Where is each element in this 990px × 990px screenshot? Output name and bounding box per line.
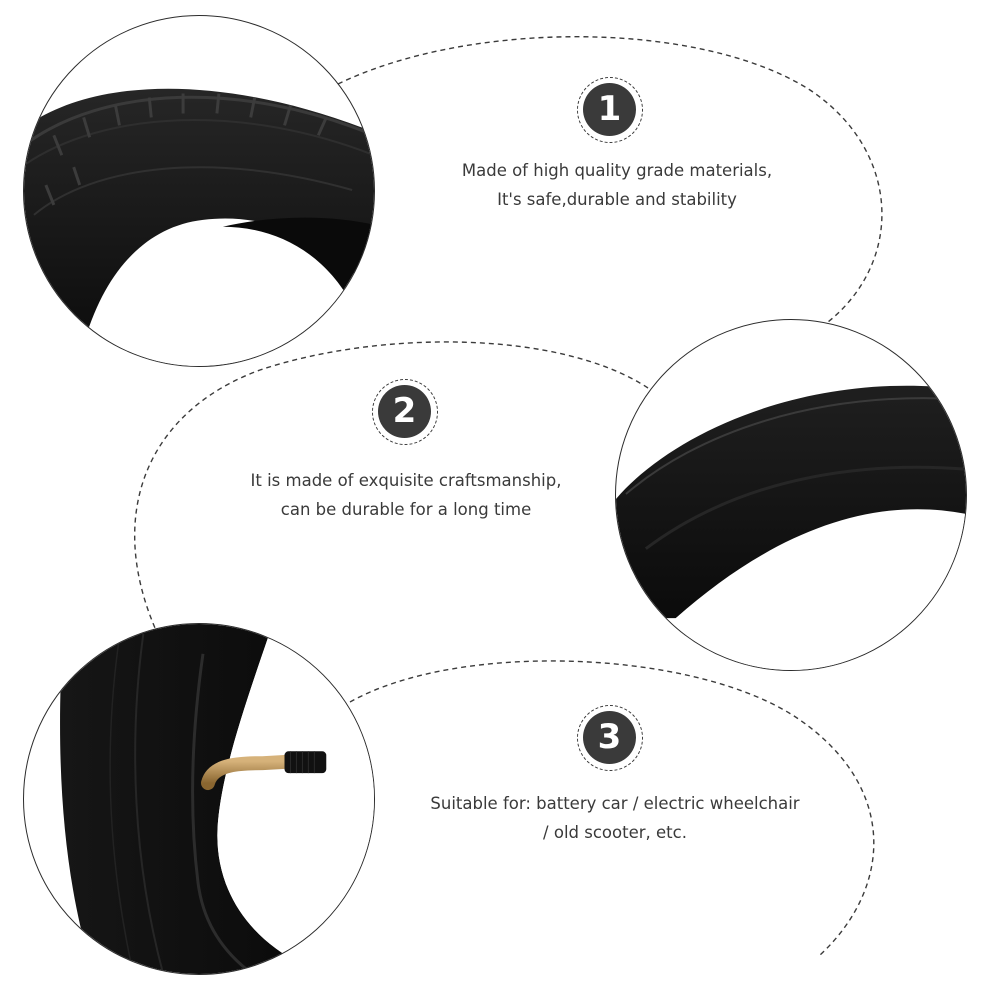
feature-3-line-2: / old scooter, etc. xyxy=(543,823,687,842)
feature-1-line-1: Made of high quality grade materials, xyxy=(461,161,773,180)
feature-1-line-2: It's safe,durable and stability xyxy=(497,190,737,209)
feature-1-number-badge: 1 xyxy=(577,77,643,143)
feature-2-number: 2 xyxy=(378,385,431,438)
feature-1-number: 1 xyxy=(583,83,636,136)
inner-tube-photo xyxy=(615,319,967,671)
feature-3-description: Suitable for: battery car / electric whe… xyxy=(405,789,825,847)
feature-3-number-badge: 3 xyxy=(577,705,643,771)
inner-tube-image xyxy=(616,385,966,670)
feature-3-number: 3 xyxy=(583,711,636,764)
feature-2-number-badge: 2 xyxy=(372,379,438,445)
tire-with-valve-image xyxy=(60,624,374,974)
tire-tread-image xyxy=(24,88,374,366)
tire-tread-photo xyxy=(23,15,375,367)
feature-2-description: It is made of exquisite craftsmanship, c… xyxy=(206,466,606,524)
feature-2-line-2: can be durable for a long time xyxy=(280,500,532,519)
feature-3-line-1: Suitable for: battery car / electric whe… xyxy=(430,794,800,813)
feature-1-description: Made of high quality grade materials, It… xyxy=(417,156,817,214)
tire-with-valve-photo xyxy=(23,623,375,975)
feature-2-line-1: It is made of exquisite craftsmanship, xyxy=(250,471,562,490)
